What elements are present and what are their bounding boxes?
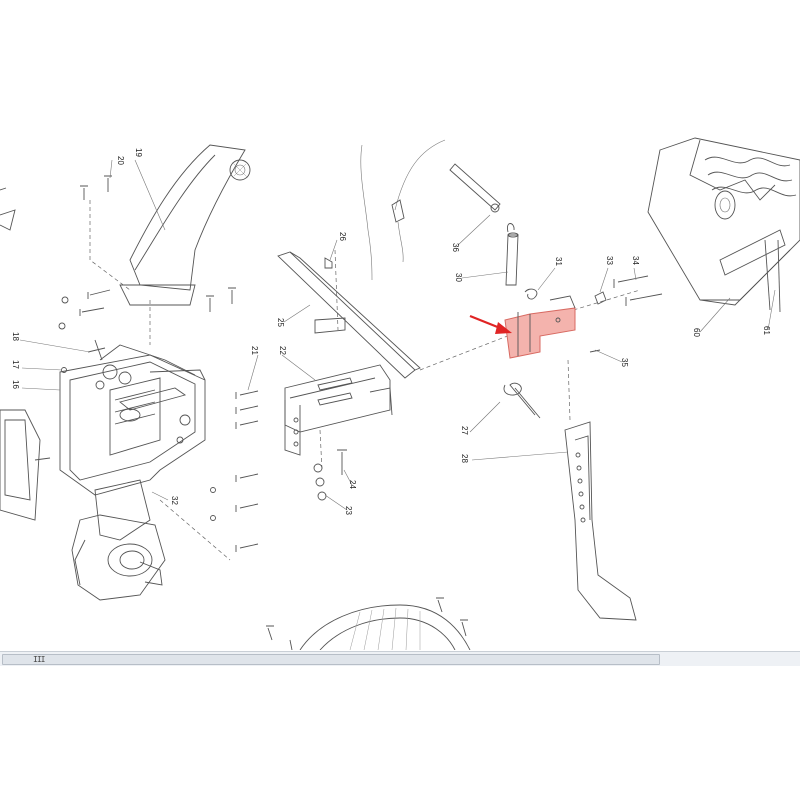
leader-lines [19, 159, 776, 511]
label-24: 24 [348, 480, 357, 489]
label-31: 31 [554, 257, 563, 266]
label-20: 20 [116, 156, 125, 165]
label-28: 28 [460, 454, 469, 463]
label-26: 26 [338, 232, 347, 241]
label-16: 16 [11, 380, 20, 389]
label-30: 30 [454, 273, 463, 282]
label-36: 36 [451, 243, 460, 252]
label-21: 21 [250, 346, 259, 355]
label-32: 32 [170, 496, 179, 505]
gearbox-assembly [0, 344, 206, 601]
label-60: 60 [692, 328, 701, 337]
bottom-partial-parts [0, 187, 471, 650]
label-61: 61 [762, 326, 771, 335]
loose-bolts-left [58, 175, 236, 380]
label-17: 17 [11, 360, 20, 369]
spring-clip [503, 382, 541, 419]
tine-leg [564, 359, 637, 621]
part-labels: 20 19 26 36 31 33 34 30 18 17 16 21 22 2… [11, 148, 771, 515]
label-18: 18 [11, 332, 20, 341]
exploded-parts-diagram: 20 19 26 36 31 33 34 30 18 17 16 21 22 2… [0, 137, 800, 650]
label-34: 34 [631, 256, 640, 265]
label-27: 27 [460, 426, 469, 435]
highlighted-part [504, 295, 576, 359]
engine-housing [647, 137, 800, 313]
scrollbar-grip-icon: III [33, 655, 45, 664]
center-fasteners [159, 257, 347, 561]
horizontal-scrollbar[interactable]: III [0, 651, 800, 667]
label-35: 35 [620, 358, 629, 367]
label-19: 19 [134, 148, 143, 157]
control-cables [360, 139, 501, 281]
label-25: 25 [276, 318, 285, 327]
pointer-arrow [469, 314, 512, 334]
blank-area [0, 666, 800, 800]
fender-bracket [89, 144, 251, 345]
pin-and-clip [419, 223, 663, 371]
scrollbar-thumb[interactable]: III [2, 654, 660, 665]
label-23: 23 [344, 506, 353, 515]
mounting-bracket [277, 249, 421, 471]
label-22: 22 [278, 346, 287, 355]
label-33: 33 [605, 256, 614, 265]
